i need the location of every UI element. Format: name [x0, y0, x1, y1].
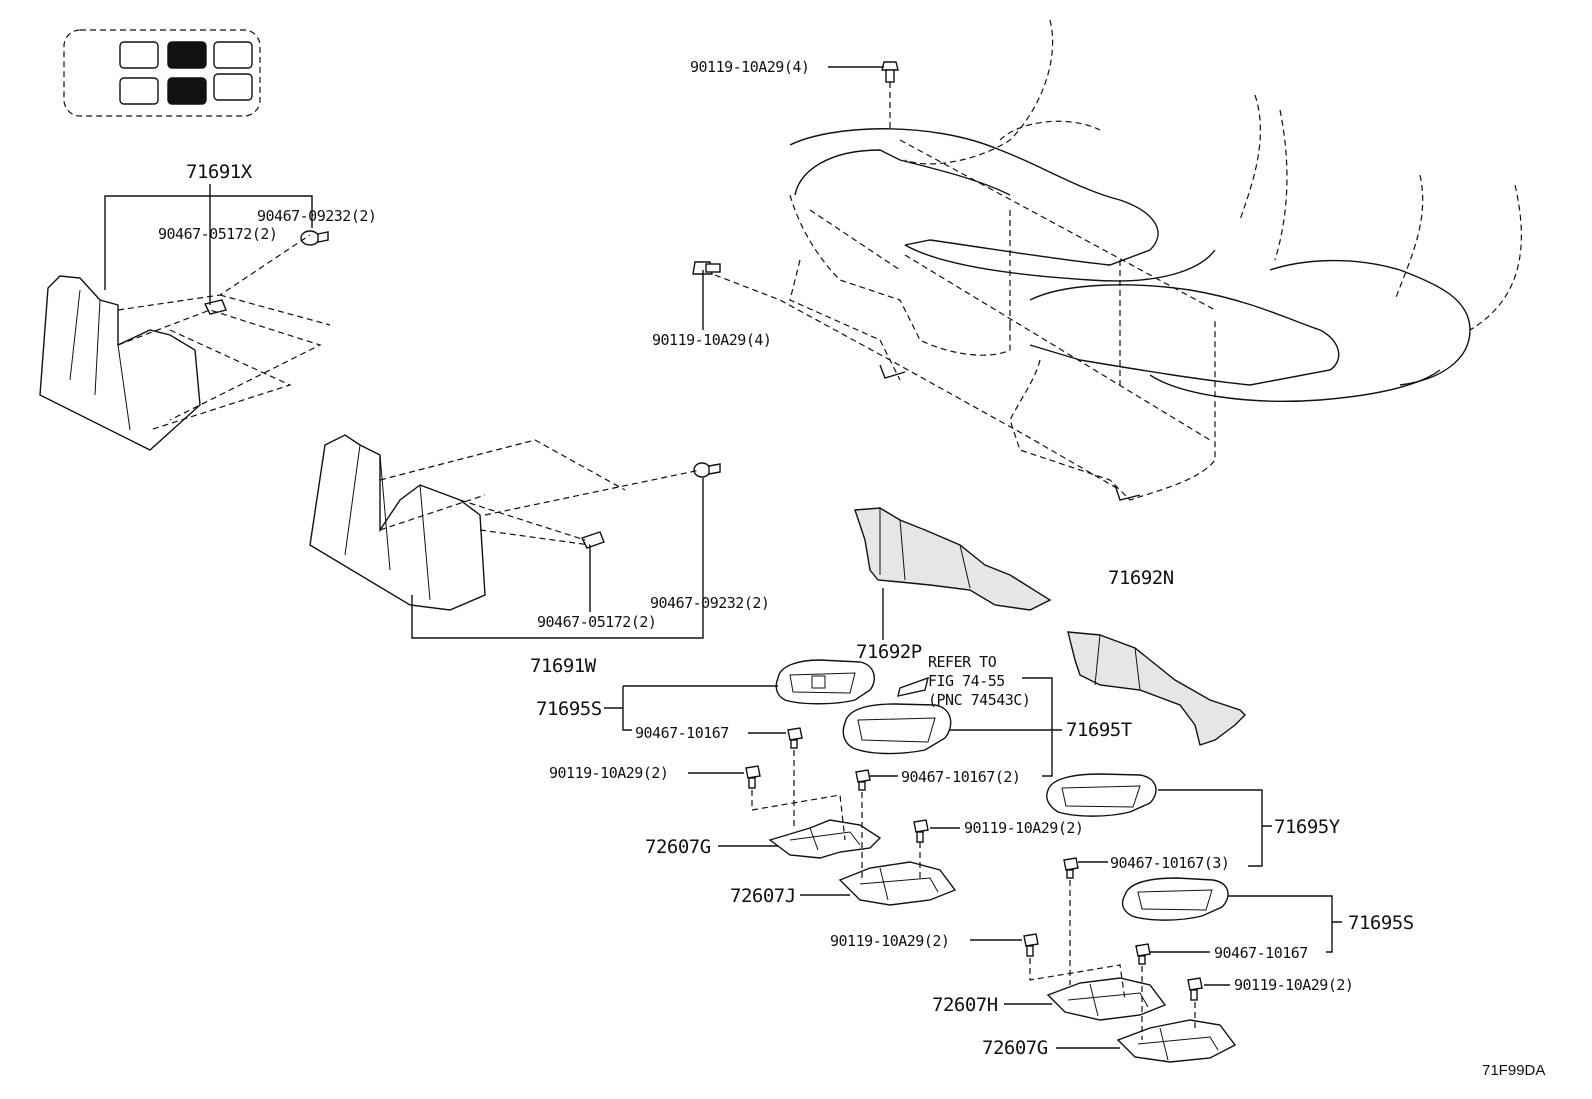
label-90467-09232-a[interactable]: 90467-09232(2) [257, 207, 377, 225]
leader-lines [104, 66, 1342, 1049]
label-72607g-a[interactable]: 72607G [645, 836, 711, 858]
fastener-clip-a [300, 230, 329, 246]
seat-position-locator-icon [63, 29, 261, 117]
part-71691x-board [39, 234, 331, 451]
label-90467-10167-3[interactable]: 90467-10167(3) [1110, 854, 1230, 872]
figure-code: 71F99DA [1482, 1062, 1545, 1079]
part-71692n-duct [1067, 631, 1246, 746]
label-90467-10167-2[interactable]: 90467-10167(2) [901, 768, 1021, 786]
label-71692n[interactable]: 71692N [1108, 567, 1174, 589]
label-90119-10a29-2d[interactable]: 90119-10A29(2) [1234, 976, 1354, 994]
label-90467-05172-b[interactable]: 90467-05172(2) [537, 613, 657, 631]
label-71695y[interactable]: 71695Y [1274, 816, 1341, 838]
label-90119-10a29-2a[interactable]: 90119-10A29(2) [549, 764, 669, 782]
label-71695s-b[interactable]: 71695S [1348, 912, 1414, 934]
fastener-bolt-top [881, 61, 899, 130]
fastener-bolt-mid [692, 261, 721, 275]
small-bolts [745, 727, 1203, 1040]
label-90119-10a29-2c[interactable]: 90119-10A29(2) [830, 932, 950, 950]
label-90467-10167-b[interactable]: 90467-10167 [1214, 944, 1308, 962]
label-72607j[interactable]: 72607J [730, 885, 796, 907]
label-90119-10a29-mid[interactable]: 90119-10A29(4) [652, 331, 772, 349]
seat-row1-center-icon [167, 41, 207, 69]
label-refer-to[interactable]: REFER TO [928, 653, 997, 671]
label-90467-05172-a[interactable]: 90467-05172(2) [158, 225, 278, 243]
seat-row2-right-icon [213, 73, 253, 101]
seat-assembly-outline [714, 19, 1522, 501]
label-72607h[interactable]: 72607H [932, 994, 998, 1016]
part-72607h-bracket [1046, 977, 1167, 1021]
part-71695y-panel [1046, 773, 1157, 817]
label-71691w[interactable]: 71691W [530, 655, 597, 677]
part-71691w-board [309, 434, 701, 611]
label-90467-10167-a[interactable]: 90467-10167 [635, 724, 729, 742]
label-refer-fig[interactable]: FIG 74-55 [928, 672, 1005, 690]
seat-row2-center-icon [167, 77, 207, 105]
label-71695t[interactable]: 71695T [1066, 719, 1132, 741]
fastener-clip-d [581, 531, 605, 549]
label-71695s-a[interactable]: 71695S [536, 698, 602, 720]
label-72607g-b[interactable]: 72607G [982, 1037, 1048, 1059]
part-72607g-bracket-b [1116, 1019, 1237, 1063]
label-90119-10a29-2b[interactable]: 90119-10A29(2) [964, 819, 1084, 837]
part-71695s-panel-b [1121, 877, 1229, 921]
fastener-clip-c [693, 462, 721, 478]
seat-row2-left-icon [119, 77, 159, 105]
part-71695s-panel-a [775, 659, 876, 705]
label-refer-pnc[interactable]: (PNC 74543C) [928, 691, 1031, 709]
seat-row1-left-icon [119, 41, 159, 69]
part-71695t-panel [842, 703, 952, 755]
part-71692p-duct [854, 507, 1052, 611]
label-71692p[interactable]: 71692P [856, 641, 922, 663]
label-71691x[interactable]: 71691X [186, 161, 253, 183]
seat-row1-right-icon [213, 41, 253, 69]
label-90467-09232-b[interactable]: 90467-09232(2) [650, 594, 770, 612]
part-72607j-bracket [838, 861, 957, 906]
label-90119-10a29-top[interactable]: 90119-10A29(4) [690, 58, 810, 76]
part-72607g-bracket-a [768, 819, 882, 859]
